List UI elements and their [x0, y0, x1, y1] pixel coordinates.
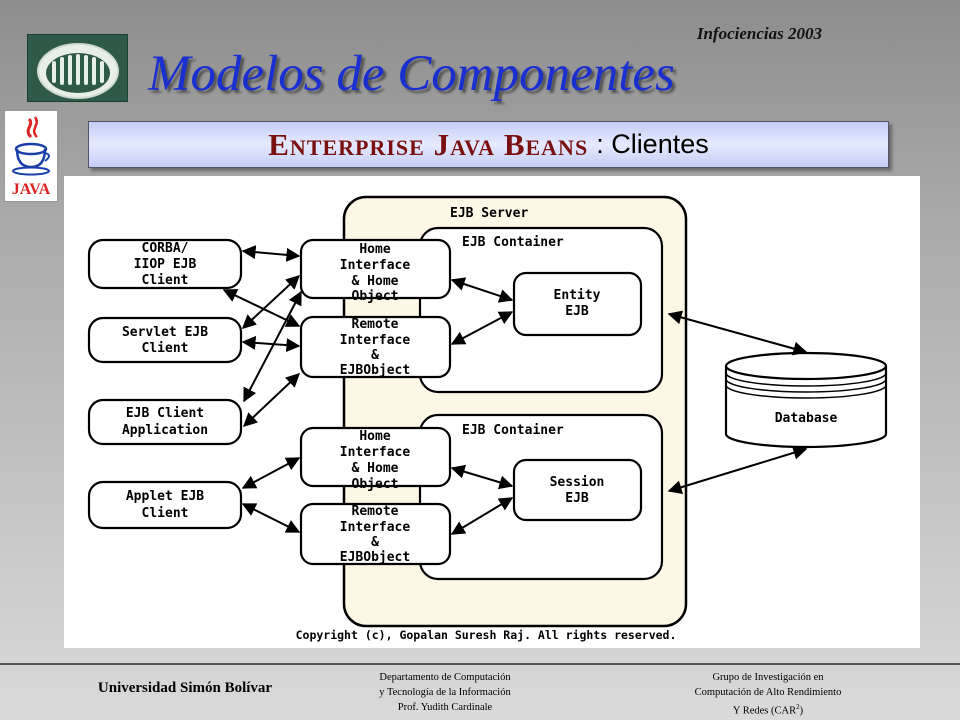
session-bean-label-2: EJB [565, 491, 589, 506]
ejb-client-application-line-2: Application [122, 423, 208, 438]
ejb-client-application-line-1: EJB Client [126, 406, 204, 421]
home-interface-1-line-1: Home [359, 242, 390, 257]
remote-interface-1-line-1: Remote [352, 317, 399, 332]
database-label: Database [775, 411, 838, 426]
home-interface-2-box [299, 426, 452, 488]
remote-interface-2-line-3: & [371, 535, 379, 550]
footer-group-line-2: Computación de Alto Rendimiento [694, 687, 842, 698]
subtitle-main: Enterprise Java Beans [268, 126, 589, 162]
home-interface-1-line-3: & Home [352, 274, 399, 289]
subtitle-banner: Enterprise Java Beans: Clientes [88, 121, 889, 168]
home-interface-1-box [299, 238, 452, 300]
ejb-server-label: EJB Server [450, 206, 528, 221]
applet-client-box [87, 480, 243, 530]
page-title: Modelos de Componentes [148, 46, 675, 102]
remote-interface-2-line-1: Remote [352, 504, 399, 519]
footer-group-line-3: Y Redes (CAR2) [732, 703, 804, 717]
ejb-diagram: EJB Server EJB Container EJB Container E… [64, 176, 920, 648]
footer-divider [0, 663, 960, 665]
footer-group-line-1: Grupo de Investigación en [712, 672, 824, 683]
footer-department: Departamento de Computación y Tecnología… [330, 670, 560, 715]
remote-interface-2-line-4: EJBObject [340, 550, 410, 565]
ejb-container-1-label: EJB Container [462, 235, 564, 250]
remote-interface-1-line-2: Interface [340, 333, 411, 348]
session-bean-box [512, 458, 643, 522]
corba-client-line-2: IIOP EJB [134, 257, 197, 272]
home-interface-2-line-1: Home [359, 429, 390, 444]
footer-dept-line-3: Prof. Yudith Cardinale [397, 702, 493, 713]
remote-interface-2-line-2: Interface [340, 520, 411, 535]
remote-interface-2-box [299, 502, 452, 566]
database-icon [724, 351, 888, 449]
java-logo-text: JAVA [12, 181, 51, 198]
event-label: Infociencias 2003 [696, 24, 822, 43]
corba-client-line-3: Client [142, 273, 189, 288]
home-interface-1-line-2: Interface [340, 258, 411, 273]
java-logo: JAVA [4, 110, 58, 202]
home-interface-2-line-4: Object [352, 477, 399, 492]
session-bean-label-1: Session [550, 475, 605, 490]
subtitle-suffix: : Clientes [596, 129, 709, 159]
footer-dept-line-1: Departamento de Computación [379, 672, 511, 683]
corba-client-line-1: CORBA/ [142, 241, 189, 256]
entity-bean-label-2: EJB [565, 304, 589, 319]
home-interface-2-line-2: Interface [340, 445, 411, 460]
servlet-client-line-2: Client [142, 341, 189, 356]
footer-university: Universidad Simón Bolívar [97, 680, 273, 696]
servlet-client-line-1: Servlet EJB [122, 325, 208, 340]
footer-dept-line-2: y Tecnología de la Información [379, 687, 511, 698]
home-interface-1-line-4: Object [352, 289, 399, 304]
applet-client-line-1: Applet EJB [126, 489, 204, 504]
remote-interface-1-line-4: EJBObject [340, 363, 410, 378]
connection-arrows [222, 245, 808, 535]
servlet-client-box [87, 316, 243, 364]
corba-client-box [87, 238, 243, 290]
footer-research-group: Grupo de Investigación en Computación de… [668, 670, 868, 719]
ejb-client-application-box [87, 398, 243, 446]
entity-bean-label-1: Entity [554, 288, 601, 303]
university-logo [27, 34, 128, 102]
applet-client-line-2: Client [142, 506, 189, 521]
home-interface-2-line-3: & Home [352, 461, 399, 476]
diagram-copyright: Copyright (c), Gopalan Suresh Raj. All r… [295, 628, 677, 642]
entity-bean-box [512, 271, 643, 337]
ejb-diagram-svg: EJB Server EJB Container EJB Container E… [87, 195, 888, 628]
ejb-container-2-label: EJB Container [462, 423, 564, 438]
remote-interface-1-line-3: & [371, 348, 379, 363]
